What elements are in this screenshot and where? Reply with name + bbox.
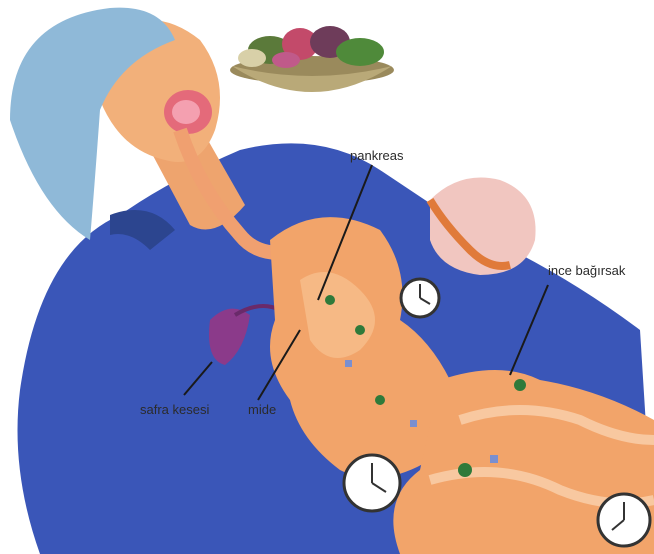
clock-icon [344,455,400,511]
clock-icon [598,494,650,546]
label-stomach: mide [248,402,276,417]
label-pancreas: pankreas [350,148,404,163]
stomach-cutaway [430,178,536,276]
label-small-intestine: ince bağırsak [548,263,626,278]
clock-icon [401,279,439,317]
label-gallbladder: safra kesesi [140,402,209,417]
food-bowl [230,26,394,92]
